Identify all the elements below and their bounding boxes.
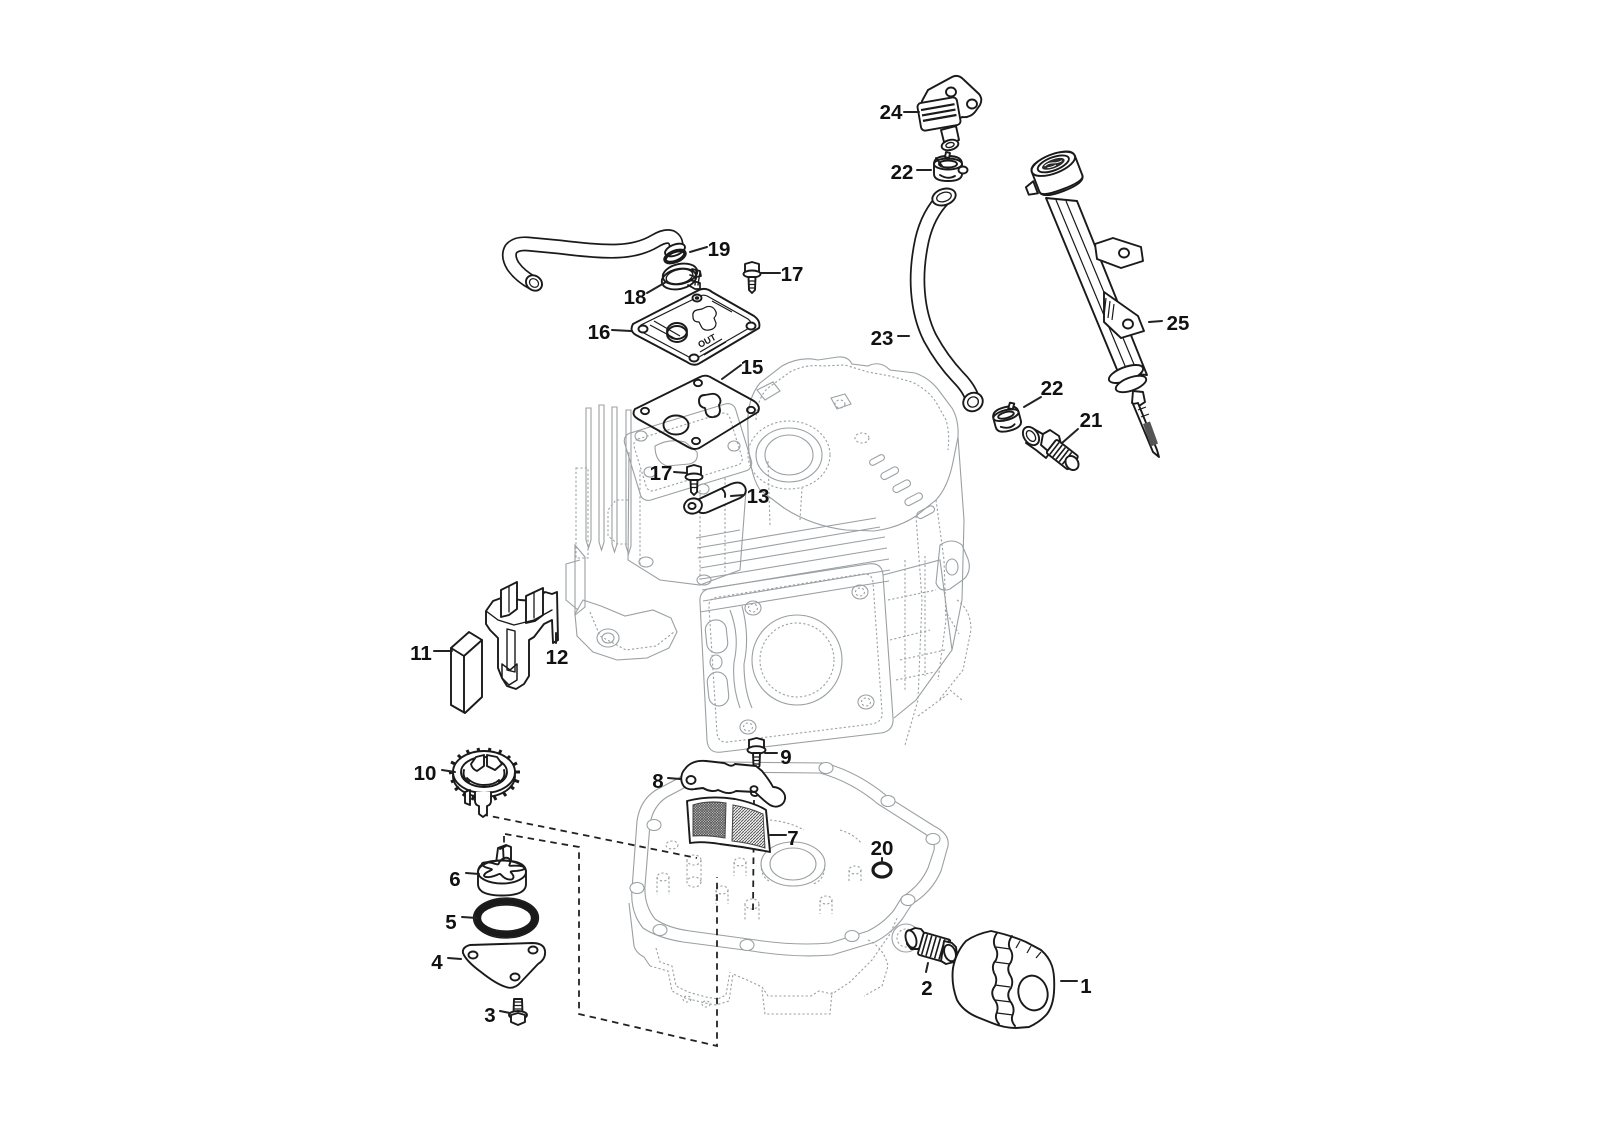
svg-text:23: 23: [871, 327, 894, 350]
svg-text:6: 6: [449, 868, 460, 891]
svg-text:22: 22: [891, 161, 914, 184]
svg-text:24: 24: [880, 101, 903, 124]
svg-text:21: 21: [1080, 409, 1103, 432]
svg-text:2: 2: [921, 977, 932, 1000]
svg-text:9: 9: [780, 746, 791, 769]
svg-text:17: 17: [650, 462, 673, 485]
svg-text:5: 5: [445, 911, 456, 934]
svg-text:15: 15: [741, 356, 764, 379]
svg-text:7: 7: [787, 827, 798, 850]
svg-text:19: 19: [708, 238, 731, 261]
svg-text:13: 13: [747, 485, 770, 508]
svg-text:25: 25: [1167, 312, 1190, 335]
svg-text:8: 8: [652, 770, 663, 793]
svg-text:1: 1: [1080, 975, 1091, 998]
svg-text:4: 4: [431, 951, 443, 974]
svg-text:22: 22: [1041, 377, 1064, 400]
svg-text:3: 3: [484, 1004, 495, 1027]
svg-text:12: 12: [546, 646, 569, 669]
svg-text:16: 16: [588, 321, 611, 344]
svg-text:10: 10: [414, 762, 437, 785]
svg-text:17: 17: [781, 263, 804, 286]
svg-text:18: 18: [624, 286, 647, 309]
svg-text:11: 11: [410, 642, 432, 665]
svg-text:20: 20: [871, 837, 894, 860]
